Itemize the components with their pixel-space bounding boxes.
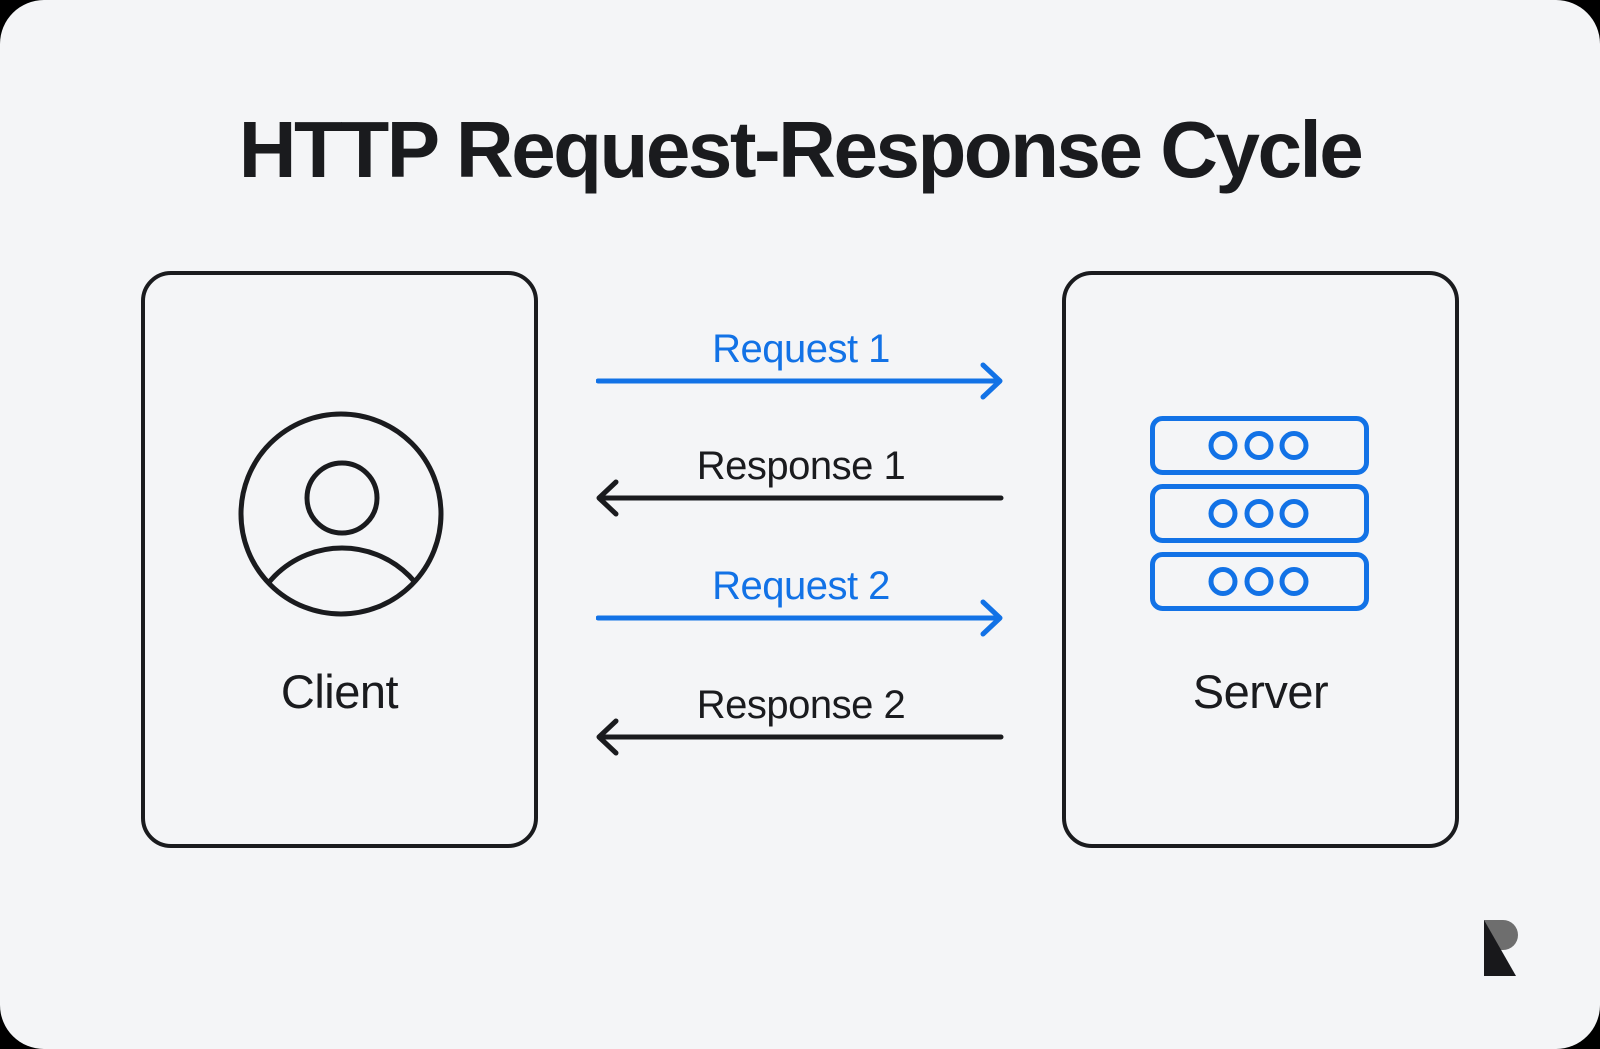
- message-request-2: Request 2: [596, 565, 1006, 661]
- request-2-label: Request 2: [712, 564, 890, 608]
- server-rack-icon: [1150, 416, 1369, 611]
- server-label: Server: [1192, 665, 1329, 718]
- arrow-left-icon: [596, 718, 1004, 756]
- user-icon: [238, 411, 444, 617]
- response-1-label: Response 1: [696, 444, 906, 488]
- request-1-label: Request 1: [712, 327, 890, 371]
- client-node: Client: [141, 271, 538, 848]
- message-response-1: Response 1: [596, 445, 1006, 541]
- message-request-1: Request 1: [596, 328, 1006, 424]
- message-response-2: Response 2: [596, 684, 1006, 780]
- arrow-right-icon: [596, 362, 1003, 400]
- arrow-left-icon: [596, 479, 1004, 517]
- arrow-right-icon: [596, 599, 1003, 637]
- response-2-label: Response 2: [696, 683, 906, 727]
- recraft-logo: [1484, 920, 1518, 976]
- client-label: Client: [280, 665, 399, 718]
- page-title: HTTP Request-Response Cycle: [238, 105, 1364, 194]
- server-node: Server: [1062, 271, 1459, 848]
